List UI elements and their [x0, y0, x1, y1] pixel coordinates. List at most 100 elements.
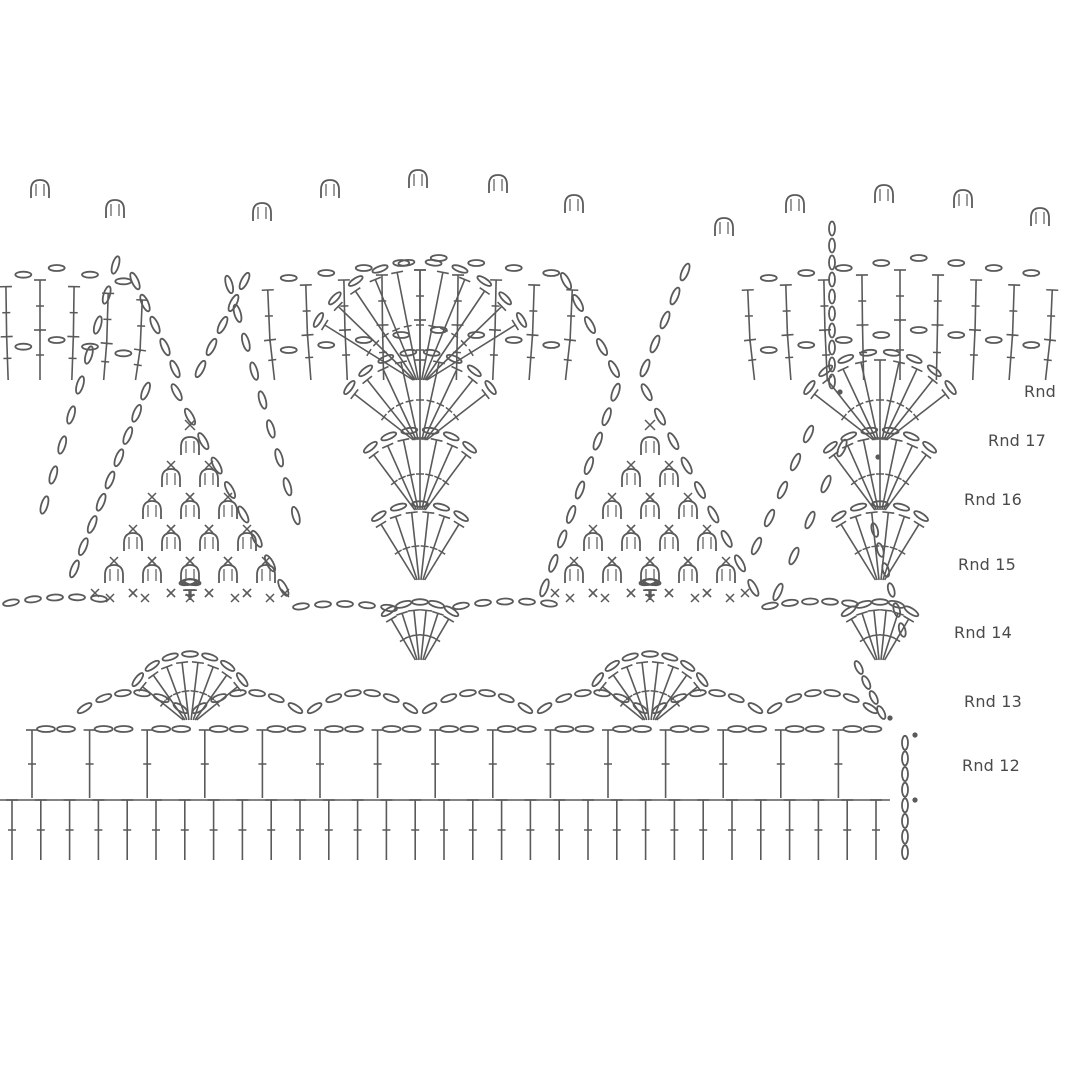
picot-stitch: [320, 179, 340, 198]
chain-loops: [2, 255, 879, 715]
double-crochet-stitch: [83, 729, 96, 798]
chain-stitch: [897, 622, 907, 638]
chain-stitch: [733, 554, 747, 573]
chain-stitch: [574, 689, 592, 698]
chain-stitch: [250, 529, 263, 548]
chain-stitch: [828, 322, 836, 339]
double-crochet-stitch: [486, 729, 499, 798]
chain-stitch: [440, 693, 458, 704]
chain-stitch: [371, 510, 387, 522]
chain-stitch: [903, 605, 920, 618]
chain-stitch: [110, 255, 121, 275]
chain-stitch: [411, 598, 429, 606]
chain-stitch: [113, 725, 134, 733]
chain-stitch: [382, 693, 400, 704]
chain-stitch: [381, 725, 402, 733]
double-crochet-stitch: [524, 799, 537, 860]
picot-stitch: [785, 194, 805, 213]
double-crochet-stitch: [414, 269, 426, 322]
double-crochet-stitch: [299, 284, 312, 338]
chain-stitch: [68, 593, 86, 602]
chain-stitch: [610, 382, 621, 402]
chain-stitch: [151, 725, 172, 733]
chain-stitch: [901, 813, 909, 829]
chain-stitch: [114, 349, 133, 358]
double-crochet-stitch: [422, 610, 444, 661]
chain-stitch: [228, 725, 249, 733]
chain-stitch: [559, 272, 573, 290]
double-crochet-stitch: [429, 729, 442, 798]
chain-stitch: [840, 431, 858, 442]
double-crochet-stitch: [198, 729, 211, 798]
single-crochet-stitch: [185, 593, 195, 603]
picot-stitch: [161, 532, 181, 551]
double-crochet-stitch: [832, 729, 845, 798]
chain-stitch: [122, 426, 134, 445]
chain-stitch: [205, 337, 218, 357]
chain-stitch: [56, 725, 76, 733]
single-crochet-stitch: [147, 556, 157, 566]
chain-stitch: [892, 602, 902, 618]
chain-stitch: [747, 578, 760, 597]
chain-stitch: [651, 702, 668, 715]
chain-stitch: [194, 359, 207, 379]
chain-stitch: [210, 456, 223, 475]
single-crochet-stitch: [147, 492, 157, 502]
double-crochet-stitch: [1043, 338, 1057, 381]
single-crochet-stitch: [184, 419, 196, 431]
chain-stitch: [984, 336, 1003, 344]
single-crochet-stitch: [565, 593, 575, 603]
chain-stitch: [183, 407, 197, 426]
single-crochet-stitch: [204, 460, 214, 470]
double-crochet-stitch: [553, 799, 566, 860]
chain-stitch: [554, 725, 575, 733]
chain-stitch: [901, 797, 909, 814]
single-crochet-stitch: [645, 492, 655, 502]
picot-stitch: [564, 564, 584, 583]
double-crochet-stitch: [375, 520, 417, 581]
double-crochet-stitch: [544, 729, 557, 798]
double-crochet-stitch: [1046, 288, 1059, 343]
chain-stitch: [788, 546, 800, 566]
chain-stitch: [776, 480, 789, 500]
double-crochet-stitch: [294, 799, 306, 860]
chain-stitch: [518, 597, 536, 606]
chain-stitch: [362, 440, 378, 454]
chain-stitch: [237, 505, 250, 524]
chain-stitch: [14, 270, 33, 279]
double-crochet-stitch: [883, 520, 925, 581]
chain-stitch: [90, 594, 108, 603]
chain-stitch: [69, 559, 80, 579]
chain-stitch: [392, 259, 411, 267]
chain-stitch: [747, 725, 768, 733]
chain-stitch: [274, 448, 285, 468]
double-crochet-stitch: [426, 319, 520, 381]
double-crochet-stitch: [883, 615, 915, 661]
double-crochet-stitch: [639, 799, 652, 860]
chain-stitch: [399, 348, 418, 357]
double-crochet-stitch: [100, 342, 113, 381]
chain-stitch: [240, 332, 251, 352]
chain-stitch: [443, 605, 460, 618]
chain-stitch: [235, 672, 249, 688]
chain-stitch: [841, 599, 859, 608]
picot-stitch: [252, 202, 272, 221]
single-crochet-stitch: [600, 593, 610, 603]
chain-stitch: [905, 353, 923, 364]
single-crochet-stitch: [721, 556, 731, 566]
chain-stitch: [161, 652, 179, 662]
chain-stitch: [944, 379, 957, 396]
chain-stitch: [402, 702, 419, 715]
single-crochet-stitch: [128, 588, 138, 598]
chain-stitch: [197, 432, 210, 451]
picot-stitch: [697, 532, 717, 551]
chain-stitch: [680, 659, 696, 672]
double-crochet-stitch: [1006, 333, 1019, 381]
chain-stitch: [467, 331, 486, 339]
double-crochet-stitch: [256, 729, 269, 798]
single-crochet-stitch: [204, 588, 214, 598]
round-label-13: Rnd 13: [964, 692, 1023, 711]
slip-stitch-dot: [912, 797, 918, 803]
chain-stitch: [886, 582, 896, 598]
chain-stitch: [632, 725, 652, 733]
